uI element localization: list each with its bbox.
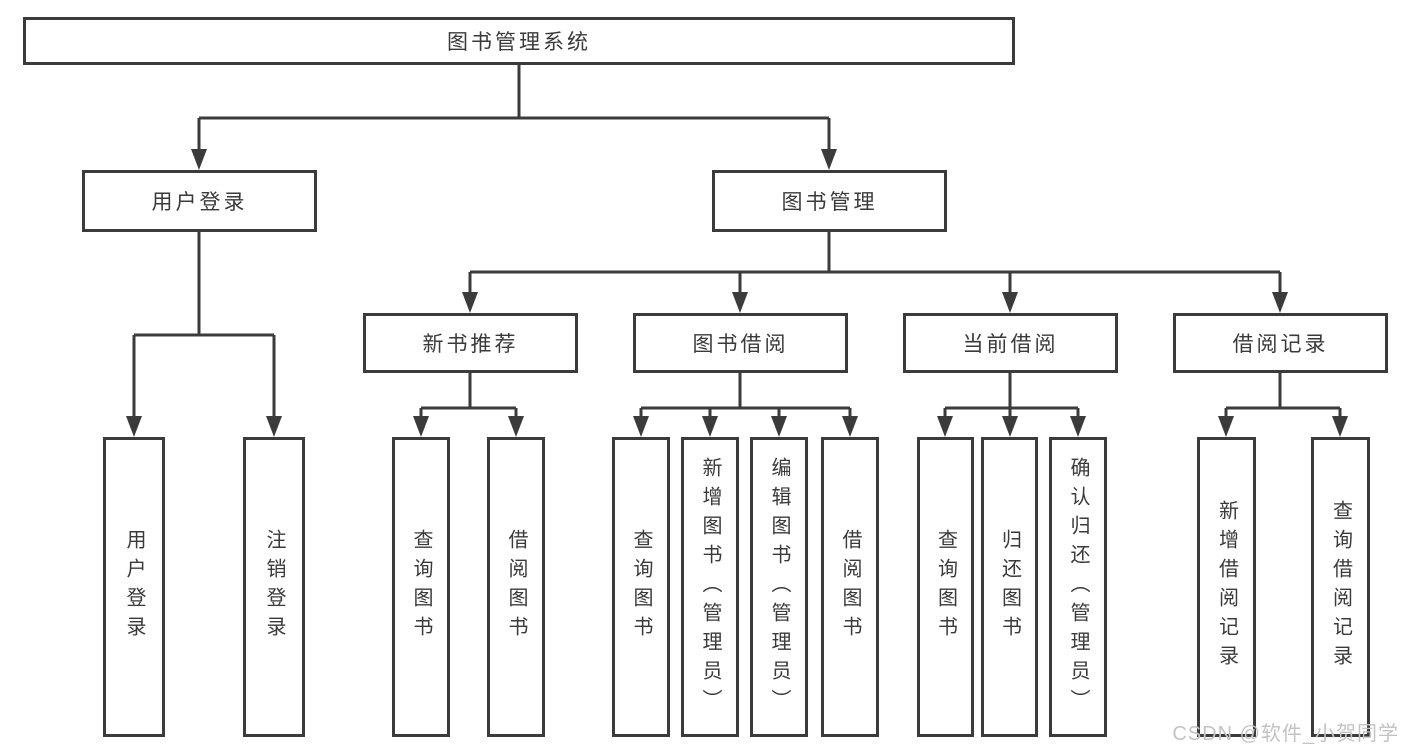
arrowhead: [633, 416, 649, 437]
node-label: 归还图书: [998, 529, 1021, 645]
node-label: 查询借阅记录: [1329, 500, 1352, 674]
arrowhead: [462, 292, 478, 313]
connector-lines: [132, 65, 1342, 422]
arrowhead: [1332, 416, 1348, 437]
arrowheads: [126, 149, 1348, 437]
connector-book-mgmt-children: [468, 232, 1282, 297]
arrowhead: [732, 292, 748, 313]
arrowhead: [1218, 416, 1234, 437]
arrowhead: [508, 416, 524, 437]
node-label: 用户登录: [123, 529, 145, 645]
leaf-add-book-admin: 新增图书（管理员）: [681, 437, 739, 737]
arrowhead: [842, 416, 858, 437]
node-borrow-record: 借阅记录: [1173, 313, 1388, 373]
arrowhead: [413, 416, 429, 437]
leaf-query-book-1: 查询图书: [392, 437, 450, 737]
node-label: 借阅图书: [839, 529, 861, 645]
arrowhead: [821, 149, 837, 170]
node-book-management: 图书管理: [712, 170, 947, 232]
arrowhead: [266, 416, 282, 437]
leaf-confirm-return-admin: 确认归还（管理员）: [1049, 437, 1107, 737]
node-label: 图书借阅: [692, 333, 789, 356]
node-label: 查询图书: [410, 529, 432, 645]
arrowhead: [771, 416, 787, 437]
node-label: 新增借阅记录: [1215, 500, 1238, 674]
node-label: 借阅图书: [505, 529, 527, 645]
connector-user-login-children: [132, 232, 276, 422]
connector-book-borrow-children: [639, 373, 852, 422]
arrowhead: [191, 149, 207, 170]
node-book-borrow: 图书借阅: [633, 313, 848, 373]
leaf-logout: 注销登录: [243, 437, 305, 737]
node-label: 新增图书（管理员）: [699, 456, 721, 718]
csdn-watermark: CSDN @软件_小贺同学: [1172, 723, 1399, 745]
arrowhead: [1002, 292, 1018, 313]
node-label: 图书管理: [781, 191, 878, 214]
leaf-borrow-book-1: 借阅图书: [487, 437, 545, 737]
node-user-login: 用户登录: [82, 170, 317, 232]
node-label: 注销登录: [263, 529, 285, 645]
arrowhead: [1272, 292, 1288, 313]
node-label: 查询图书: [934, 529, 957, 645]
node-label: 新书推荐: [422, 333, 519, 356]
leaf-add-borrow-record: 新增借阅记录: [1197, 437, 1256, 737]
leaf-query-borrow-record: 查询借阅记录: [1311, 437, 1370, 737]
node-label: 确认归还（管理员）: [1067, 456, 1089, 718]
node-label: 用户登录: [151, 191, 248, 214]
leaf-user-login: 用户登录: [103, 437, 165, 737]
leaf-query-book-2: 查询图书: [612, 437, 670, 737]
leaf-return-book: 归还图书: [981, 437, 1038, 737]
leaf-edit-book-admin: 编辑图书（管理员）: [750, 437, 808, 737]
connector-current-borrow-children: [943, 373, 1080, 422]
node-current-borrow: 当前借阅: [903, 313, 1118, 373]
arrowhead: [702, 416, 718, 437]
arrowhead: [1070, 416, 1086, 437]
node-label: 查询图书: [630, 529, 652, 645]
arrowhead: [1002, 416, 1018, 437]
arrowhead: [126, 416, 142, 437]
node-new-book-recommend: 新书推荐: [363, 313, 578, 373]
node-label: 借阅记录: [1232, 333, 1329, 356]
node-library-management-system: 图书管理系统: [23, 17, 1015, 65]
leaf-query-book-3: 查询图书: [917, 437, 974, 737]
connector-root-to-level2: [197, 65, 831, 152]
connector-borrow-record-children: [1224, 373, 1342, 422]
connector-new-book-children: [419, 373, 518, 422]
arrowhead: [937, 416, 953, 437]
node-label: 编辑图书（管理员）: [768, 456, 790, 718]
node-label: 图书管理系统: [447, 31, 591, 54]
node-label: 当前借阅: [962, 333, 1059, 356]
leaf-borrow-book-2: 借阅图书: [821, 437, 879, 737]
